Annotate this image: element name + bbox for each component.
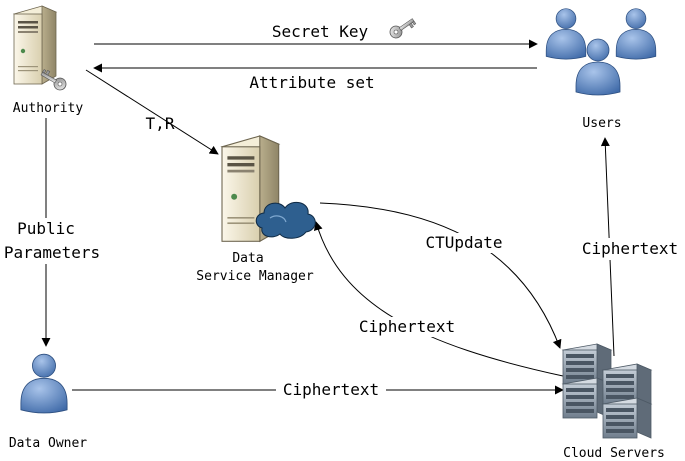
manager-label-line1: Data bbox=[232, 251, 263, 266]
ciphertext-cloud-to-users-label: Ciphertext bbox=[582, 239, 678, 258]
attribute-set-label: Attribute set bbox=[249, 73, 374, 92]
users-label: Users bbox=[582, 116, 621, 131]
t-r-arrow bbox=[85, 69, 219, 155]
person-icon bbox=[20, 353, 68, 414]
users-node: Users bbox=[545, 8, 657, 131]
authority-node: Authority bbox=[13, 5, 84, 116]
cloud-icon bbox=[255, 201, 316, 239]
cloud-servers-node: Cloud Servers bbox=[562, 343, 665, 461]
cloud-servers-label: Cloud Servers bbox=[563, 446, 665, 461]
public-parameters-label-line2: Parameters bbox=[4, 243, 100, 262]
ciphertext-owner-to-cloud-label: Ciphertext bbox=[283, 380, 379, 399]
users-icon bbox=[545, 8, 657, 96]
ciphertext-to-manager-label: Ciphertext bbox=[359, 317, 455, 336]
key-icon bbox=[387, 14, 418, 41]
secret-key-label: Secret Key bbox=[272, 22, 369, 41]
data-service-manager-node: Data Service Manager bbox=[196, 135, 316, 284]
t-r-label: T,R bbox=[146, 114, 175, 133]
rack-server-icon bbox=[562, 343, 652, 439]
public-parameters-label-line1: Public bbox=[17, 219, 75, 238]
data-owner-node: Data Owner bbox=[9, 353, 87, 451]
manager-label-line2: Service Manager bbox=[196, 269, 314, 284]
authority-label: Authority bbox=[13, 101, 84, 116]
ctupdate-label: CTUpdate bbox=[425, 233, 502, 252]
data-owner-label: Data Owner bbox=[9, 436, 87, 451]
